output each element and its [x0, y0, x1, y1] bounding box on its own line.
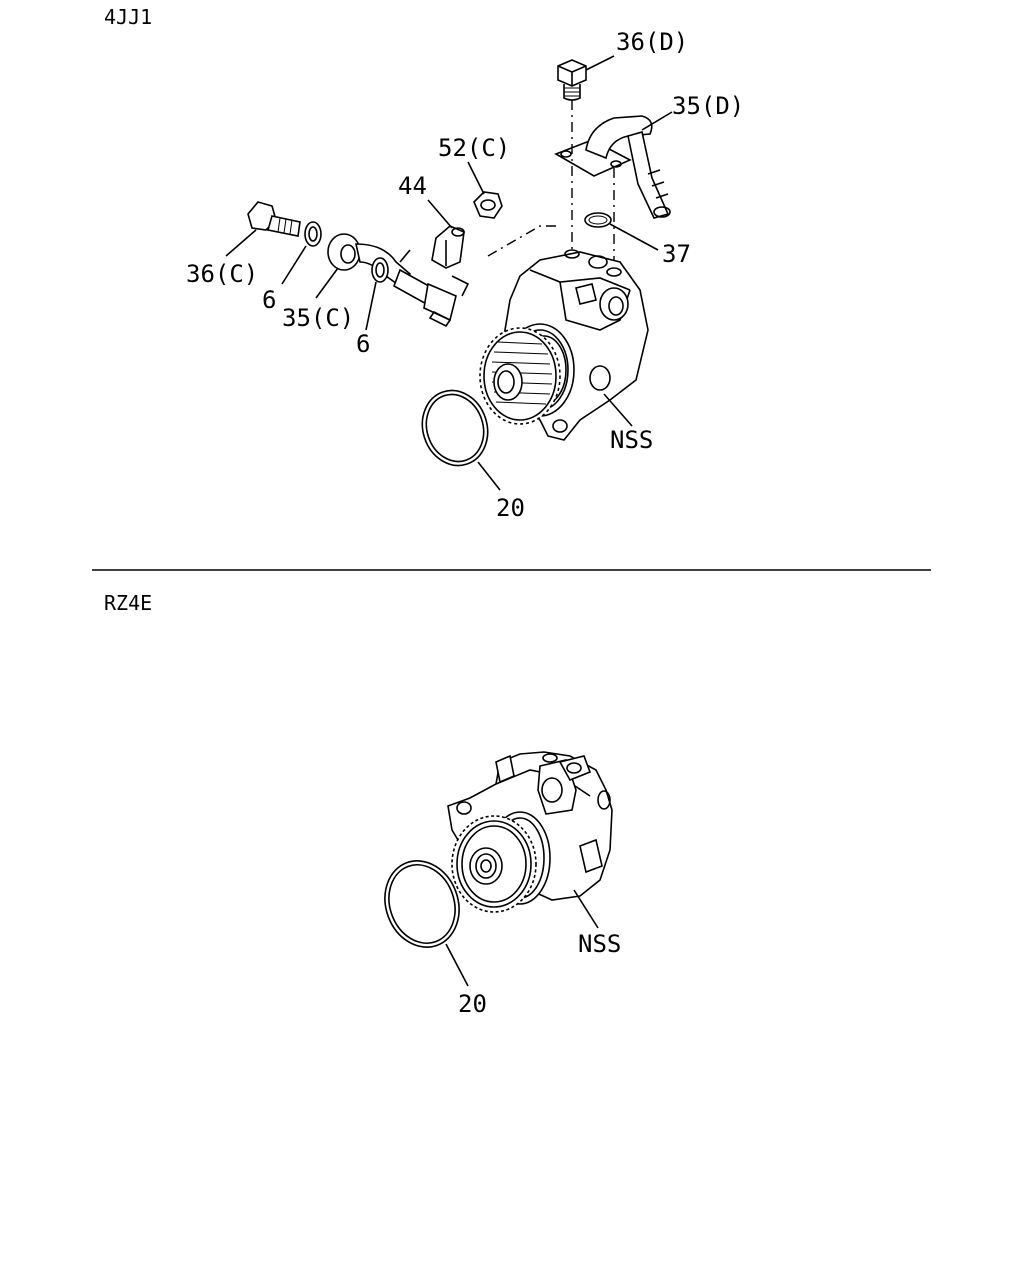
alignment-line-3	[487, 225, 560, 257]
leader-35c	[315, 267, 339, 299]
callout-20-4jj1: 20	[496, 494, 525, 522]
leader-35d	[641, 111, 673, 131]
callout-44: 44	[398, 172, 427, 200]
callout-52c: 52(C)	[438, 134, 510, 162]
o-ring-37	[584, 212, 612, 228]
leader-52c	[467, 161, 485, 195]
callout-20-rz4e: 20	[458, 990, 487, 1018]
washer-6-b	[371, 257, 389, 283]
leader-37	[609, 223, 659, 251]
leader-20-rz4e	[445, 943, 469, 987]
section-title-rz4e: RZ4E	[104, 591, 152, 615]
leader-nss-4jj1	[603, 393, 633, 427]
callout-6a: 6	[262, 286, 276, 314]
leader-20-4jj1	[477, 461, 501, 491]
clip-bracket-44	[431, 225, 465, 269]
callout-37: 37	[662, 240, 691, 268]
section-title-4jj1: 4JJ1	[104, 5, 152, 29]
drive-gear-rz4e	[451, 815, 537, 913]
drive-gear-4jj1	[479, 327, 561, 425]
leader-36c	[225, 229, 257, 257]
o-ring-20-rz4e	[384, 860, 460, 948]
callout-36c: 36(C)	[186, 260, 258, 288]
leader-6a	[281, 245, 307, 285]
leader-6b	[365, 281, 377, 331]
leader-nss-rz4e	[573, 889, 599, 929]
callout-nss-4jj1: NSS	[610, 426, 653, 454]
callout-35c: 35(C)	[282, 304, 354, 332]
oil-pipe-35d	[554, 115, 671, 219]
o-ring-20-4jj1	[421, 389, 489, 467]
callout-6b: 6	[356, 330, 370, 358]
callout-36d: 36(D)	[616, 28, 688, 56]
washer-6-a	[304, 221, 322, 247]
leader-44	[427, 199, 453, 229]
banjo-bolt-36c	[247, 201, 301, 237]
leader-36d	[585, 55, 615, 71]
banjo-bolt-36d	[557, 59, 587, 101]
callout-35d: 35(D)	[672, 92, 744, 120]
callout-nss-rz4e: NSS	[578, 930, 621, 958]
nut-52c	[473, 191, 503, 219]
